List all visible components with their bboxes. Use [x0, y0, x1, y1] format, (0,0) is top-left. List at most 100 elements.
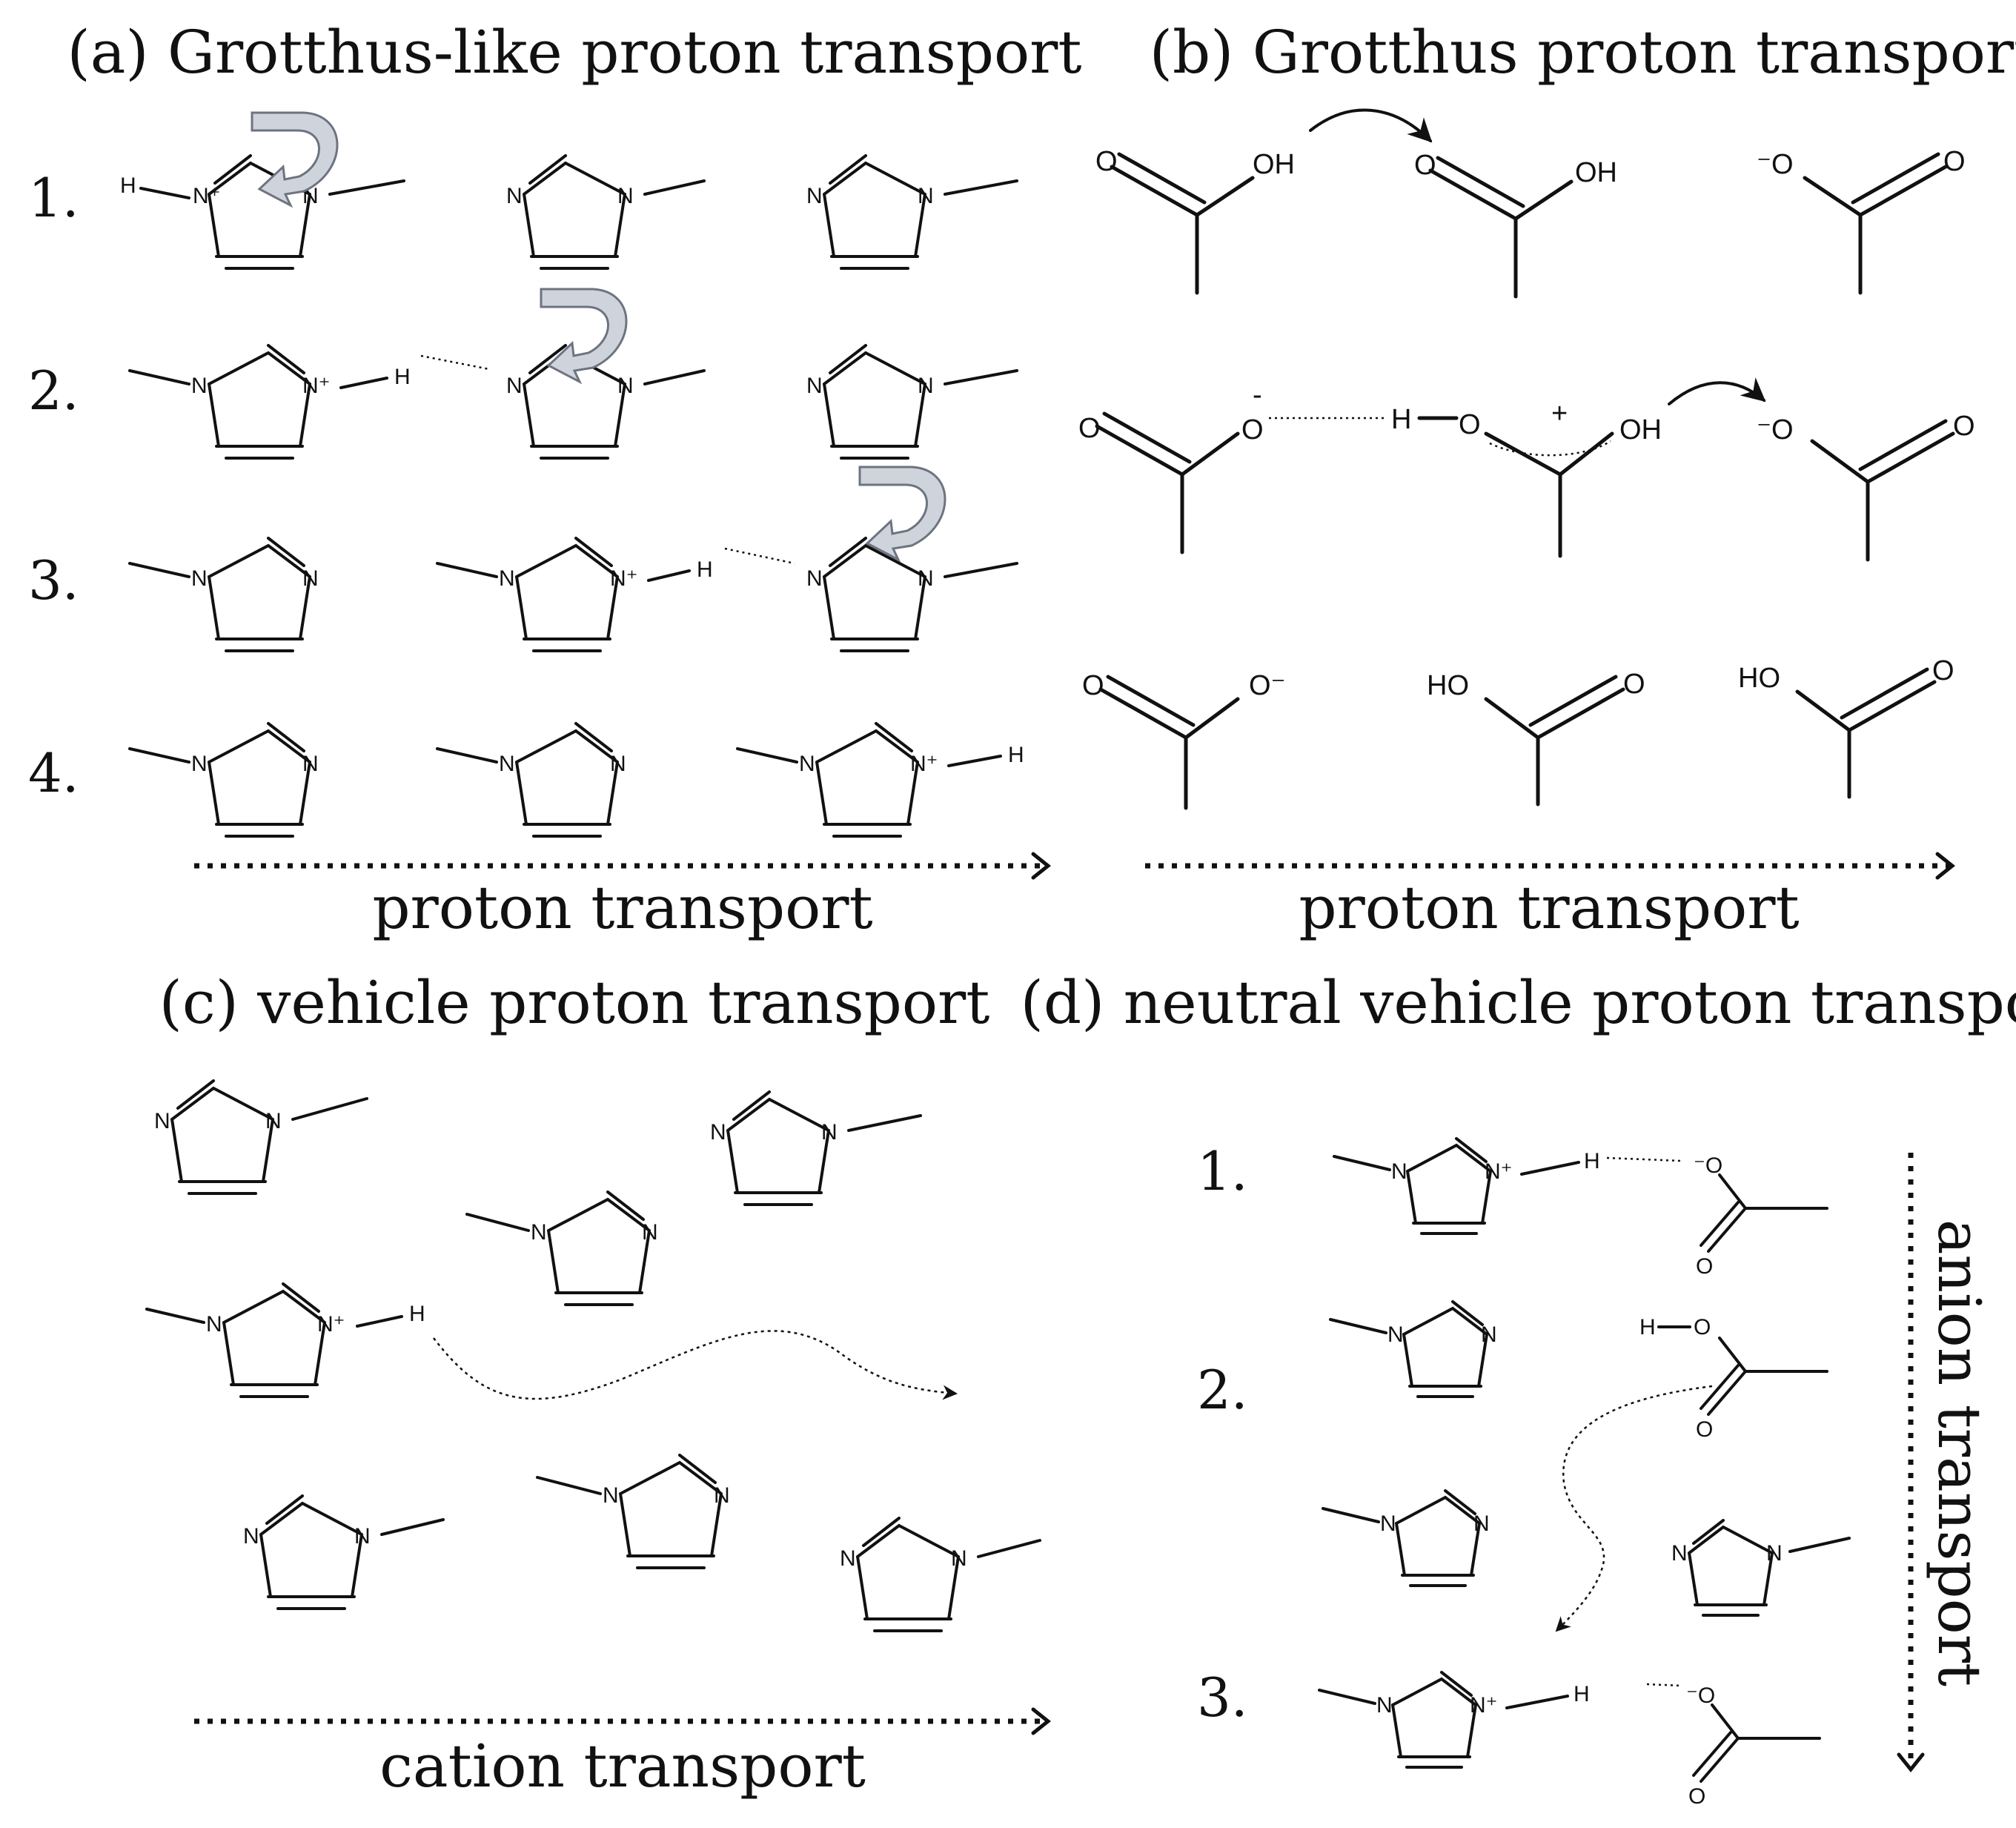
h-atom: H [1008, 743, 1024, 767]
h-atom: H [120, 173, 136, 198]
n-atom: N [806, 374, 823, 398]
n-atom: N [154, 1109, 170, 1133]
n-atom: N [1473, 1511, 1490, 1536]
n-atom: N [243, 1524, 259, 1549]
n-atom: N [499, 566, 515, 591]
o-atom: O [1696, 1254, 1713, 1279]
acetic-acid-b1a: O OH [1095, 146, 1295, 295]
n-atom: N [499, 752, 515, 776]
n-atom: N [918, 184, 934, 208]
o-minus-atom: ⁻O [1757, 149, 1794, 180]
acetate-b2a: O O - [1078, 380, 1264, 554]
o-minus-atom: ⁻O [1694, 1153, 1722, 1178]
plus-charge: + [1551, 398, 1568, 429]
n-atom: N [1391, 1159, 1407, 1184]
n-atom: N [1376, 1693, 1393, 1718]
n-atom: N [191, 752, 208, 776]
mim-neutral-d2b: N N [1322, 1489, 1490, 1587]
n-atom: N [531, 1220, 547, 1245]
panel-a-axis-label: proton transport [372, 873, 872, 942]
anion-diffusion-path [1555, 1385, 1713, 1632]
panel-a-step-2: 2. [28, 360, 79, 422]
n-atom: N [821, 1120, 838, 1145]
mim-neutral-c1: N N [154, 1079, 368, 1195]
mim-cation-d1: N N⁺ H [1333, 1137, 1600, 1235]
n-plus-atom: N⁺ [317, 1312, 345, 1337]
h-atom: H [1391, 404, 1411, 435]
mim-neutral-c7: N N [840, 1517, 1041, 1632]
acetate-d3: ⁻O O [1686, 1683, 1821, 1809]
o-atom: O [1459, 409, 1481, 440]
n-atom: N [603, 1483, 619, 1508]
mim-neutral-d2c: N N [1671, 1519, 1851, 1617]
acetate-b2c: ⁻O O [1757, 411, 1975, 562]
n-atom: N [710, 1120, 726, 1145]
n-atom: N [840, 1546, 856, 1571]
n-plus-atom: N⁺ [193, 184, 221, 208]
n-atom: N [302, 566, 319, 591]
h-atom: H [1574, 1682, 1590, 1706]
n-atom: N [799, 752, 815, 776]
n-atom: N [610, 752, 626, 776]
n-atom: N [265, 1109, 282, 1133]
panel-d-step-3: 3. [1197, 1666, 1248, 1729]
n-atom: N [918, 374, 934, 398]
h-bond-a2 [420, 354, 490, 371]
h-atom: H [394, 365, 411, 389]
mim-neutral-c5: N N [536, 1454, 730, 1569]
panel-a-step-1: 1. [28, 167, 79, 229]
acetic-acid-b3b: HO O [1427, 669, 1645, 807]
h-bond-d1 [1606, 1156, 1682, 1162]
o-atom: O [1953, 411, 1975, 442]
mim-neutral-d2: N N [1329, 1300, 1497, 1398]
h-atom: H [1584, 1149, 1600, 1173]
mim-neutral-a2c: N N [806, 344, 1018, 460]
mim-neutral-c2: N N [710, 1090, 922, 1206]
cation-diffusion-path [433, 1330, 958, 1400]
mim-cation-a1: N⁺ N H [120, 154, 405, 270]
n-atom: N [1766, 1541, 1783, 1566]
n-atom: N [206, 1312, 222, 1337]
minus-charge: - [1253, 380, 1262, 411]
mim-neutral-a3a: N N [128, 537, 319, 652]
acetic-acid-b1b: O OH [1414, 150, 1617, 299]
acetic-acid-b3c: HO O [1738, 655, 1954, 799]
o-atom: O [1078, 413, 1101, 444]
n-atom: N [302, 752, 319, 776]
n-plus-atom: N⁺ [1485, 1159, 1513, 1184]
oh-group: OH [1575, 157, 1617, 188]
o-atom: O [1932, 655, 1954, 686]
panel-d-step-2: 2. [1197, 1359, 1248, 1421]
mim-cation-a3: N N⁺ H [436, 537, 713, 652]
n-atom: N [617, 374, 634, 398]
n-atom: N [1380, 1511, 1396, 1536]
mim-cation-d3: N N⁺ H [1318, 1671, 1590, 1769]
proton-hop-arrow-a2 [540, 288, 628, 385]
panel-a-step-3: 3. [28, 549, 79, 612]
mim-neutral-a1b: N N [506, 154, 706, 270]
acetate-d1: ⁻O O [1694, 1153, 1828, 1279]
n-atom: N [714, 1483, 730, 1508]
proton-hop-arrow-a3 [858, 466, 946, 563]
mim-cation-a4: N N⁺ H [736, 722, 1024, 838]
o-atom: O [1241, 414, 1264, 446]
mim-neutral-a2b: N N [506, 344, 706, 460]
o-atom: O [1414, 150, 1436, 181]
mim-neutral-c3: N N [465, 1190, 658, 1306]
o-minus-atom: O⁻ [1249, 670, 1286, 701]
acetate-b3a: O O⁻ [1082, 670, 1286, 810]
panel-c-title: (c) vehicle proton transport [159, 968, 990, 1037]
panel-b-arrowhead [1935, 852, 1956, 880]
n-atom: N [642, 1220, 658, 1245]
o-atom: O [1943, 146, 1966, 177]
panel-d-title: (d) neutral vehicle proton transport [1021, 968, 2016, 1037]
proton-hop-arrow-b1 [1309, 108, 1433, 143]
ho-group: HO [1738, 663, 1780, 694]
o-atom: O [1688, 1784, 1705, 1809]
mim-cation-a2: N N⁺ H [128, 344, 411, 460]
o-atom: O [1623, 669, 1645, 700]
o-minus-atom: ⁻O [1757, 414, 1794, 446]
panel-a-title: (a) Grotthus-like proton transport [67, 18, 1081, 87]
h-atom: H [697, 557, 713, 582]
